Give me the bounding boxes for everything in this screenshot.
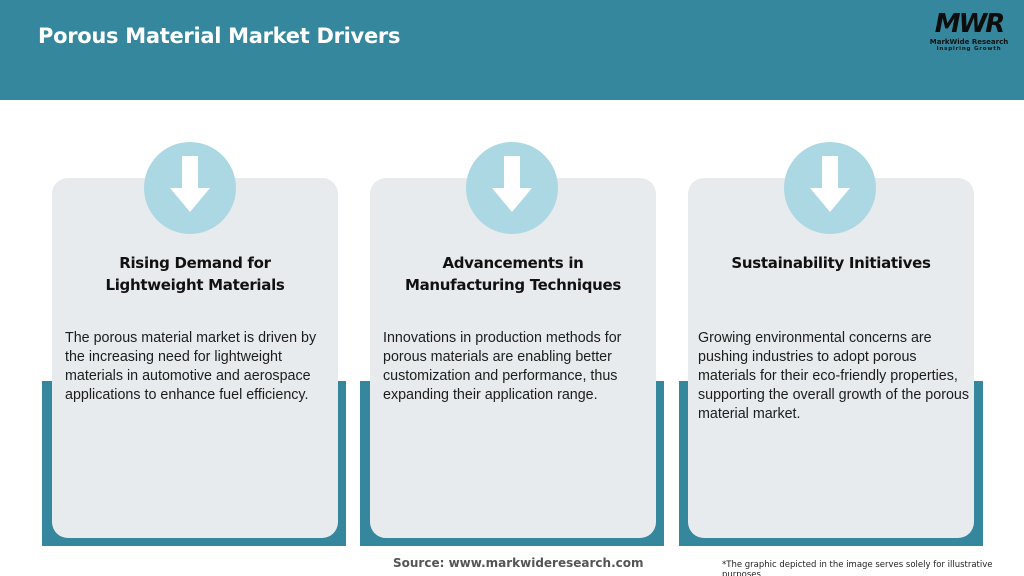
card-title-line: Sustainability Initiatives xyxy=(731,254,931,272)
arrow-down-icon xyxy=(144,142,236,234)
header-banner: Porous Material Market Drivers MWR MarkW… xyxy=(0,0,1024,100)
card-title-line: Rising Demand for xyxy=(119,254,271,272)
card-description: Innovations in production methods for po… xyxy=(383,330,622,403)
disclaimer-text: *The graphic depicted in the image serve… xyxy=(722,560,993,576)
logo-tagline: Inspiring Growth xyxy=(936,46,1002,52)
driver-card-manufacturing-techniques: Advancements in Manufacturing Techniques… xyxy=(370,178,656,538)
card-title: Sustainability Initiatives xyxy=(688,252,974,274)
card-description: Growing environmental concerns are pushi… xyxy=(698,330,970,422)
logo-name: MarkWide Research xyxy=(929,38,1009,46)
card-description: The porous material market is driven by … xyxy=(65,330,317,403)
driver-card-sustainability: Sustainability Initiatives Growing envir… xyxy=(688,178,974,538)
source-text: Source: www.markwideresearch.com xyxy=(393,556,644,570)
markwide-research-logo: MWR MarkWide Research Inspiring Growth xyxy=(922,10,1016,58)
driver-card-lightweight-materials: Rising Demand for Lightweight Materials … xyxy=(52,178,338,538)
card-title-line: Advancements in xyxy=(442,254,584,272)
arrow-down-icon xyxy=(784,142,876,234)
card-title: Advancements in Manufacturing Techniques xyxy=(370,252,656,296)
arrow-down-icon xyxy=(466,142,558,234)
logo-mark: MWR xyxy=(934,9,1006,39)
card-title: Rising Demand for Lightweight Materials xyxy=(52,252,338,296)
card-title-line: Manufacturing Techniques xyxy=(404,276,622,294)
card-title-line: Lightweight Materials xyxy=(105,276,285,294)
page-title: Porous Material Market Drivers xyxy=(38,24,401,48)
